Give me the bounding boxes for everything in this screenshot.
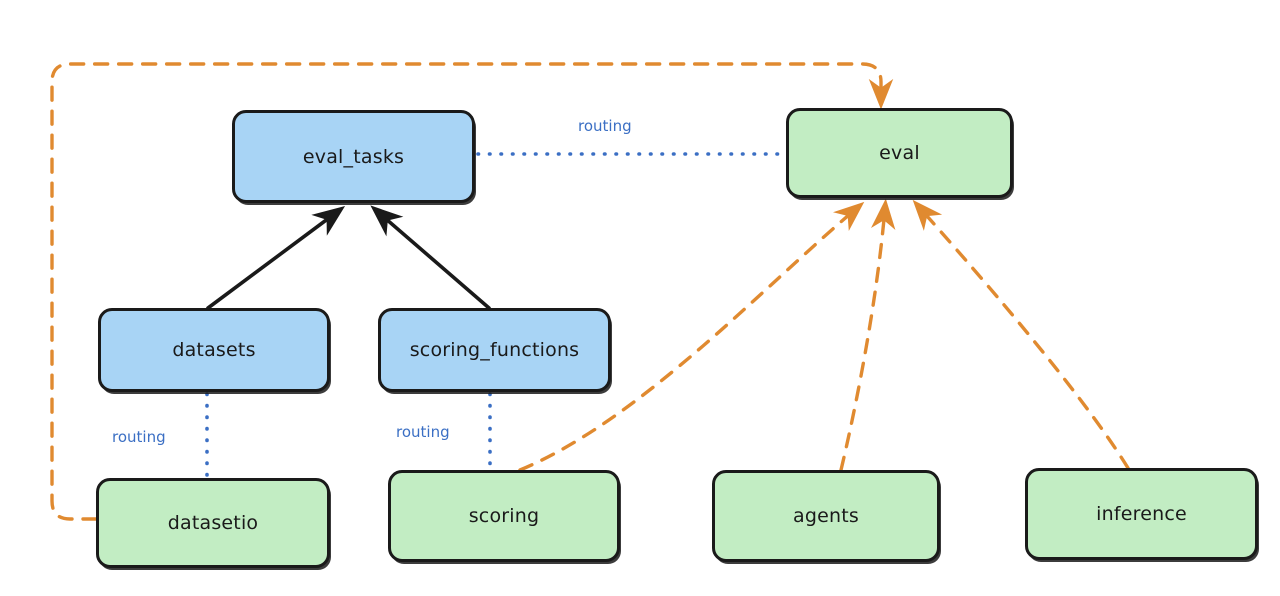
node-label: datasets	[172, 339, 256, 361]
node-label: agents	[793, 505, 859, 527]
edge-scoring-eval	[518, 201, 865, 472]
node-label: scoring_functions	[409, 339, 580, 361]
node-scoring[interactable]: scoring	[388, 470, 620, 562]
node-label: scoring	[468, 505, 540, 527]
node-datasets[interactable]: datasets	[98, 308, 330, 392]
node-agents[interactable]: agents	[712, 470, 940, 562]
node-label: eval_tasks	[302, 145, 405, 168]
node-inference[interactable]: inference	[1025, 468, 1258, 560]
edge-label-routing-scoring-functions-scoring: routing	[396, 423, 450, 441]
node-label: eval	[879, 142, 920, 164]
node-eval-tasks[interactable]: eval_tasks	[232, 110, 475, 203]
edge-agents-eval	[839, 198, 896, 472]
edge-label-routing-datasets-datasetio: routing	[112, 428, 166, 446]
node-scoring-functions[interactable]: scoring_functions	[378, 308, 611, 392]
edge-label-routing-eval-tasks-eval: routing	[578, 117, 632, 135]
node-label: datasetio	[167, 512, 259, 534]
node-datasetio[interactable]: datasetio	[96, 478, 330, 568]
edge-scoring_functions-eval_tasks	[370, 205, 491, 310]
edge-datasets-eval_tasks	[206, 205, 346, 310]
edge-inference-eval	[912, 199, 1130, 470]
node-eval[interactable]: eval	[786, 108, 1013, 198]
edge-datasetio-eval	[50, 62, 894, 521]
node-label: inference	[1096, 503, 1187, 525]
